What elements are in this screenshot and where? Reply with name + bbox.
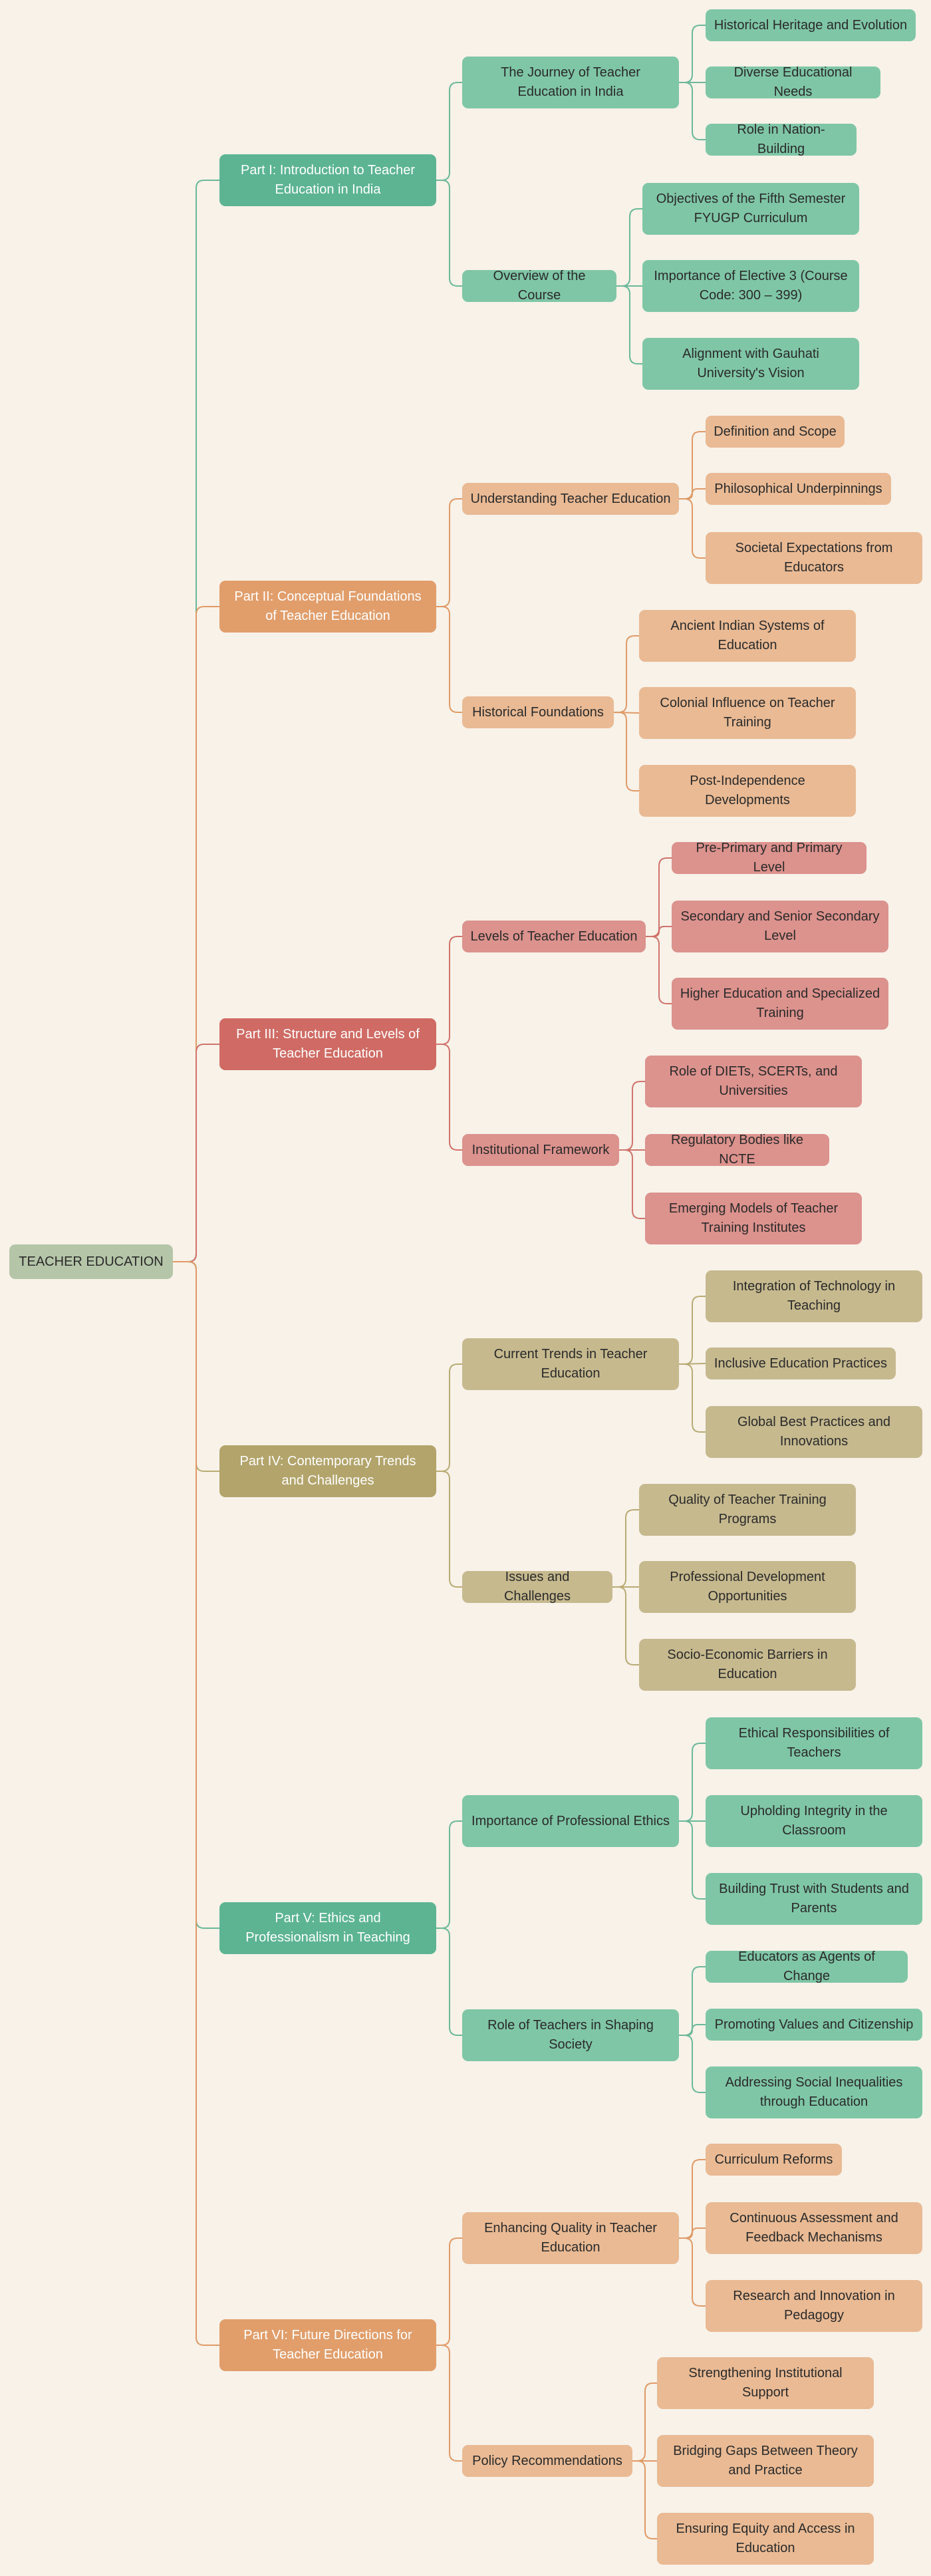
edge-part-3-section-1-item-3 [646, 936, 672, 1004]
edge-part-2-section-2-item-3 [614, 712, 639, 791]
part-4-section-2-item-1: Quality of Teacher Training Programs [639, 1484, 856, 1536]
edge-part-3-section-2 [436, 1044, 462, 1151]
edge-part-4-section-2 [436, 1471, 462, 1588]
edge-part-2-section-1-item-3 [679, 498, 706, 559]
edge-part-6-section-1-item-3 [679, 2237, 706, 2307]
part-4-section-2: Issues and Challenges [462, 1570, 612, 1604]
edge-part-3-section-1 [436, 936, 462, 1045]
edge-part-3-section-2-item-1 [619, 1081, 645, 1151]
part-6-section-1-item-1: Curriculum Reforms [706, 2144, 842, 2176]
edge-part-2-section-1-item-2 [679, 488, 706, 500]
part-6-section-2-item-1: Strengthening Institutional Support [657, 2357, 874, 2409]
part-1-section-2: Overview of the Course [462, 269, 616, 303]
part-4-section-1-item-2: Inclusive Education Practices [706, 1348, 896, 1379]
part-4-section-1-item-3: Global Best Practices and Innovations [706, 1406, 922, 1458]
part-6-node: Part VI: Future Directions for Teacher E… [219, 2319, 436, 2371]
edge-part-1-section-1-item-3 [679, 82, 706, 140]
part-5-node: Part V: Ethics and Professionalism in Te… [219, 1902, 436, 1954]
edge-part-1-section-2 [436, 180, 462, 287]
part-3-section-1-item-3: Higher Education and Specialized Trainin… [672, 978, 888, 1030]
part-1-section-1: The Journey of Teacher Education in Indi… [462, 57, 679, 108]
part-5-section-1-item-3: Building Trust with Students and Parents [706, 1873, 922, 1925]
edge-part-1-section-2-item-1 [616, 208, 642, 287]
part-2-section-2-item-3: Post-Independence Developments [639, 765, 856, 817]
root-node: TEACHER EDUCATION [9, 1244, 173, 1279]
edge-part-5-section-2 [436, 1928, 462, 2036]
edge-part-6-section-1-item-2 [679, 2227, 706, 2239]
edge-part-6-section-1 [436, 2237, 462, 2346]
part-5-section-1: Importance of Professional Ethics [462, 1795, 679, 1847]
edge-part-6-section-2-item-1 [632, 2382, 657, 2462]
part-2-section-2: Historical Foundations [462, 696, 614, 728]
part-2-section-1-item-3: Societal Expectations from Educators [706, 532, 922, 584]
part-3-section-2-item-3: Emerging Models of Teacher Training Inst… [645, 1193, 862, 1244]
edge-part-1-section-2-item-3 [616, 285, 642, 364]
part-6-section-1-item-3: Research and Innovation in Pedagogy [706, 2280, 922, 2332]
part-1-section-1-item-1: Historical Heritage and Evolution [706, 9, 916, 41]
part-6-section-2: Policy Recommendations [462, 2445, 632, 2477]
part-4-section-2-item-3: Socio-Economic Barriers in Education [639, 1639, 856, 1691]
edge-part-3-section-1-item-2 [646, 926, 672, 937]
edge-part-5-section-1-item-3 [679, 1820, 706, 1900]
part-5-section-2: Role of Teachers in Shaping Society [462, 2009, 679, 2061]
part-2-node: Part II: Conceptual Foundations of Teach… [219, 581, 436, 633]
edge-part-3-section-1-item-1 [646, 857, 672, 937]
part-5-section-2-item-1: Educators as Agents of Change [706, 1949, 908, 1983]
part-2-section-2-item-1: Ancient Indian Systems of Education [639, 610, 856, 662]
edge-part-2-section-2-item-1 [614, 635, 639, 713]
part-2-section-1-item-1: Definition and Scope [706, 416, 845, 448]
part-3-section-1-item-1: Pre-Primary and Primary Level [672, 841, 866, 875]
part-5-section-2-item-2: Promoting Values and Citizenship [706, 2009, 922, 2041]
edge-part-1-section-1 [436, 82, 462, 181]
edge-part-3-section-2-item-3 [619, 1149, 645, 1219]
part-5-section-2-item-3: Addressing Social Inequalities through E… [706, 2067, 922, 2118]
part-5-section-1-item-2: Upholding Integrity in the Classroom [706, 1795, 922, 1847]
part-2-section-2-item-2: Colonial Influence on Teacher Training [639, 687, 856, 739]
part-6-section-1-item-2: Continuous Assessment and Feedback Mecha… [706, 2202, 922, 2254]
edge-part-5-section-2-item-2 [679, 2024, 706, 2036]
part-2-section-1: Understanding Teacher Education [462, 483, 679, 515]
part-2-section-1-item-2: Philosophical Underpinnings [706, 473, 891, 505]
part-4-node: Part IV: Contemporary Trends and Challen… [219, 1445, 436, 1497]
part-3-section-2: Institutional Framework [462, 1134, 619, 1166]
part-3-section-2-item-1: Role of DIETs, SCERTs, and Universities [645, 1056, 862, 1107]
part-6-section-2-item-2: Bridging Gaps Between Theory and Practic… [657, 2435, 874, 2487]
part-1-section-2-item-1: Objectives of the Fifth Semester FYUGP C… [642, 183, 859, 235]
part-1-section-1-item-3: Role in Nation-Building [706, 122, 857, 156]
edge-part-5-section-1 [436, 1820, 462, 1929]
edge-root-part-3 [173, 1044, 219, 1262]
edge-part-2-section-2 [436, 606, 462, 713]
part-6-section-2-item-3: Ensuring Equity and Access in Education [657, 2513, 874, 2565]
edge-part-5-section-1-item-1 [679, 1743, 706, 1822]
part-3-section-2-item-2: Regulatory Bodies like NCTE [645, 1133, 829, 1167]
edge-part-4-section-1 [436, 1363, 462, 1472]
edge-part-4-section-2-item-1 [612, 1509, 639, 1588]
part-5-section-1-item-1: Ethical Responsibilities of Teachers [706, 1717, 922, 1769]
edge-part-1-section-1-item-1 [679, 25, 706, 83]
edge-part-5-section-2-item-3 [679, 2035, 706, 2093]
edge-part-6-section-2 [436, 2345, 462, 2462]
edge-root-part-6 [173, 1261, 219, 2346]
part-4-section-1: Current Trends in Teacher Education [462, 1338, 679, 1390]
part-3-section-1: Levels of Teacher Education [462, 921, 646, 952]
edge-part-4-section-1-item-1 [679, 1296, 706, 1365]
part-1-section-2-item-3: Alignment with Gauhati University's Visi… [642, 338, 859, 390]
edge-part-4-section-1-item-3 [679, 1363, 706, 1433]
edge-part-6-section-2-item-3 [632, 2460, 657, 2539]
edge-part-6-section-1-item-1 [679, 2159, 706, 2239]
part-1-node: Part I: Introduction to Teacher Educatio… [219, 154, 436, 206]
part-1-section-1-item-2: Diverse Educational Needs [706, 65, 880, 99]
part-4-section-1-item-1: Integration of Technology in Teaching [706, 1270, 922, 1322]
part-3-node: Part III: Structure and Levels of Teache… [219, 1018, 436, 1070]
edge-part-2-section-1 [436, 498, 462, 607]
part-3-section-1-item-2: Secondary and Senior Secondary Level [672, 901, 888, 952]
part-4-section-2-item-2: Professional Development Opportunities [639, 1561, 856, 1613]
edge-part-4-section-2-item-3 [612, 1586, 639, 1665]
part-1-section-2-item-2: Importance of Elective 3 (Course Code: 3… [642, 260, 859, 312]
part-6-section-1: Enhancing Quality in Teacher Education [462, 2212, 679, 2264]
